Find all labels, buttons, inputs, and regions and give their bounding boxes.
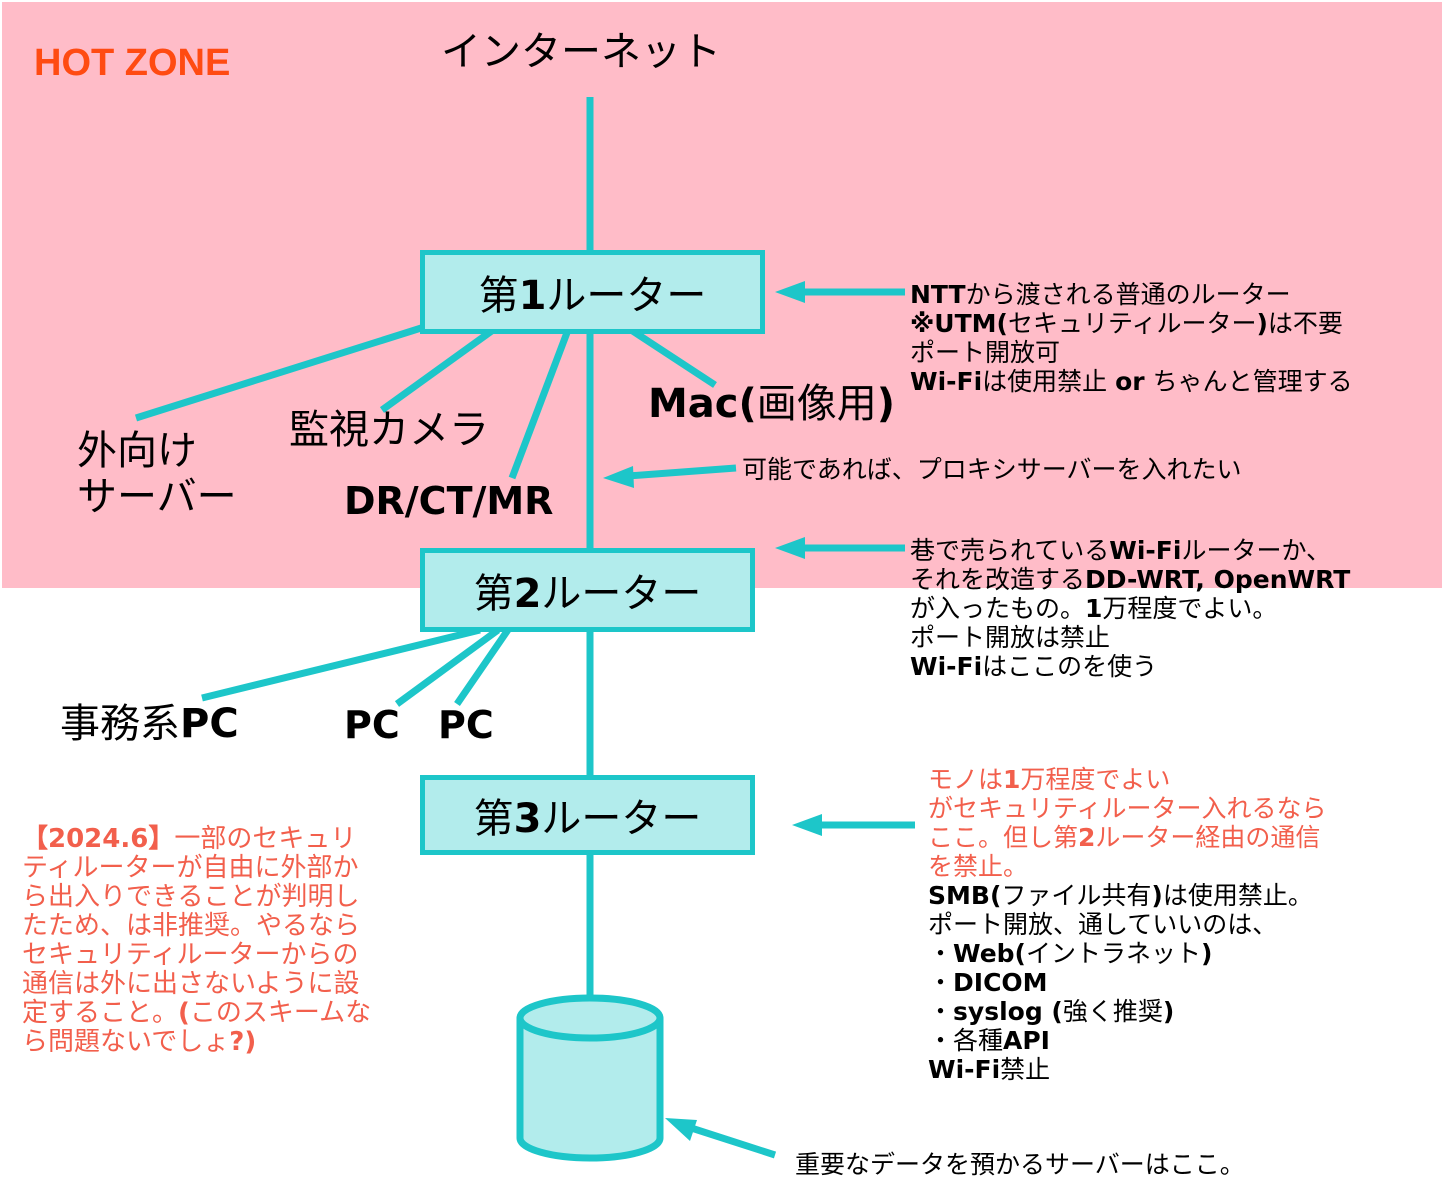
arrow-r3-head (792, 814, 822, 836)
router-2-note: 巷で売られているWi-Fiルーターか、 それを改造するDD-WRT, OpenW… (910, 536, 1351, 681)
router-2-label: 第2ルーター (473, 571, 702, 617)
link-pc2 (454, 622, 515, 706)
arrow-r1-head (775, 281, 805, 303)
link-mac (626, 325, 717, 388)
router-1-label: 第1ルーター (478, 273, 707, 319)
link-office-pc (201, 626, 481, 702)
link-pc1 (394, 627, 501, 707)
external-server-label: 外向け サーバー (77, 428, 237, 520)
pc-label-2: PC (438, 703, 494, 747)
arrow-proxy-shaft (627, 464, 737, 480)
database-cylinder (516, 994, 664, 1162)
mac-label: Mac(画像用) (648, 381, 896, 427)
arrow-db-shaft (680, 1121, 777, 1159)
router-3-note: モノは1万程度でよい がセキュリティルーター入れるなら ここ。但し第2ルーター経… (928, 765, 1327, 1084)
internet-label: インターネット (441, 29, 721, 75)
hot-zone-label: HOT ZONE (34, 42, 231, 84)
router-2: 第2ルーター (420, 548, 755, 632)
link-camera (379, 327, 496, 413)
link-external-server (134, 319, 439, 422)
link-modality (508, 328, 572, 480)
pc-label-1: PC (344, 703, 400, 747)
proxy-note: 可能であれば、プロキシサーバーを入れたい (742, 455, 1242, 484)
server-note: 重要なデータを預かるサーバーはここ。 (795, 1150, 1245, 1179)
router-1-note: NTTから渡される普通のルーター ※UTM(セキュリティルーター)は不要 ポート… (910, 280, 1353, 396)
arrow-db-head (665, 1118, 697, 1141)
office-pc-label: 事務系PC (60, 701, 239, 747)
arrow-r2-head (775, 537, 805, 559)
router-1: 第1ルーター (420, 250, 765, 334)
warning-note: 【2024.6】一部のセキュリ ティルーターが自由に外部か ら出入りできることが… (22, 824, 372, 1057)
router-3-label: 第3ルーター (473, 796, 702, 842)
arrow-proxy-head (603, 466, 634, 488)
router-3: 第3ルーター (420, 775, 755, 855)
camera-label: 監視カメラ (289, 407, 489, 453)
modality-label: DR/CT/MR (344, 479, 554, 523)
